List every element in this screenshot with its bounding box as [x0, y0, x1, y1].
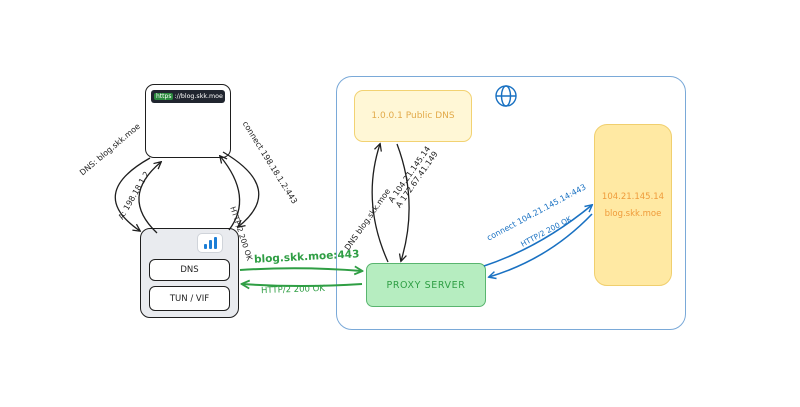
public-dns-box: 1.0.0.1 Public DNS: [354, 90, 472, 142]
client-tun-label: TUN / VIF: [169, 293, 210, 304]
label-local-dns-answer: A: 198.18.1.2: [116, 169, 152, 222]
public-dns-label: 1.0.0.1 Public DNS: [371, 111, 455, 121]
chart-bar-icon: [213, 237, 217, 249]
label-local-dns-query: DNS: blog.skk.moe: [77, 121, 142, 178]
internet-globe-icon: [495, 85, 517, 107]
browser-url-bar: https://blog.skk.moe: [151, 90, 225, 103]
url-host: ://blog.skk.moe: [174, 93, 223, 100]
proxy-client-app-icon: [197, 233, 223, 253]
client-app-box: DNS TUN / VIF: [140, 228, 239, 318]
url-scheme-badge: https: [154, 93, 174, 100]
website-box: 104.21.145.14 blog.skk.moe: [594, 124, 672, 286]
proxy-server-label: PROXY SERVER: [386, 279, 466, 291]
client-dns-module: DNS: [149, 259, 230, 281]
website-ip: 104.21.145.14: [601, 191, 665, 202]
chart-bar-icon: [203, 244, 207, 249]
browser-window: https://blog.skk.moe: [145, 84, 231, 158]
client-dns-label: DNS: [180, 265, 199, 275]
website-host: blog.skk.moe: [604, 208, 662, 219]
client-tun-module: TUN / VIF: [149, 286, 230, 311]
proxy-server-box: PROXY SERVER: [366, 263, 486, 307]
arrow-local-connect: [222, 151, 260, 227]
chart-bar-icon: [208, 240, 212, 249]
label-tunnel-response: HTTP/2 200 OK: [260, 283, 326, 297]
label-local-connect: connect 198.18.1.2:443: [240, 119, 299, 206]
